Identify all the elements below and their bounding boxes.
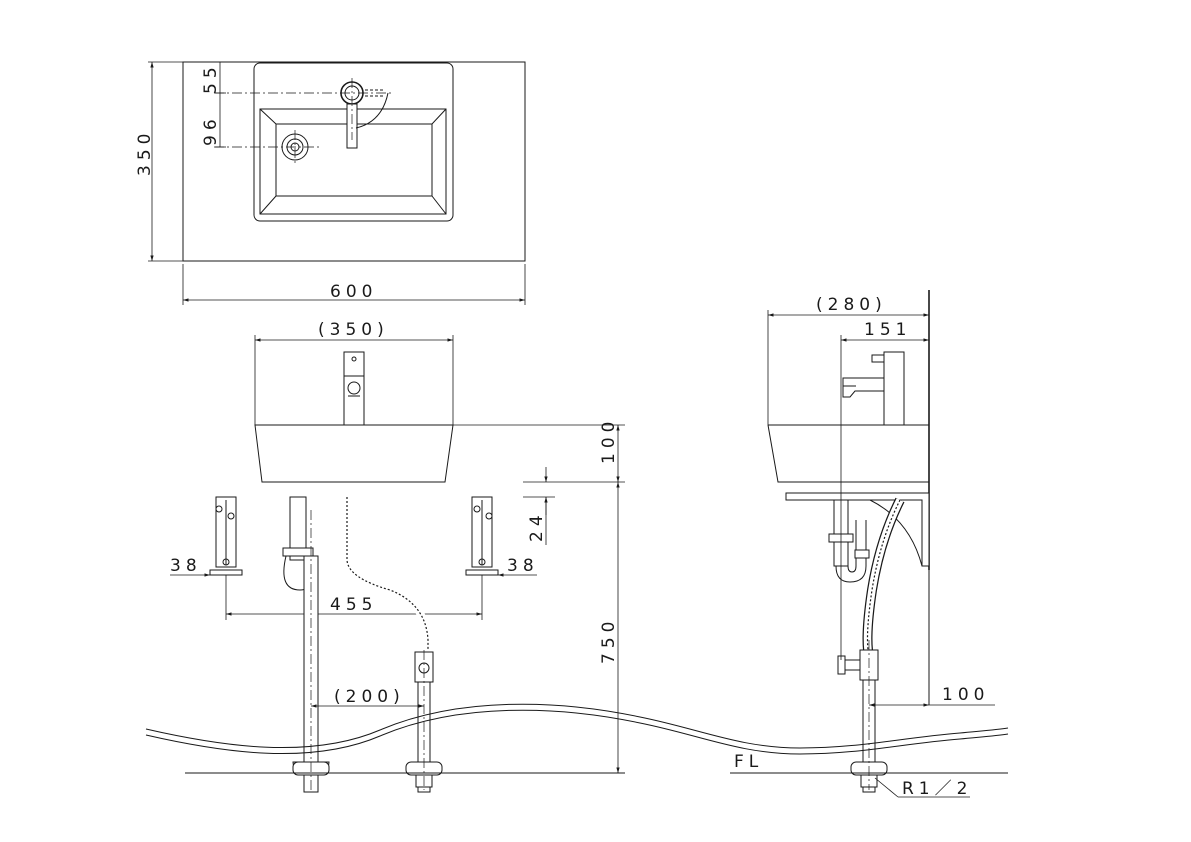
bowl-side [767,424,929,483]
floor-wave [145,703,801,749]
pipe-spacing-label: (200) [334,687,405,707]
left-bracket-label: 38 [170,556,202,576]
bowl-height-label: 100 [599,417,619,464]
faucet-top-icon [340,81,389,149]
drain-offset-label: 96 [201,114,221,146]
bowl-width-label: (350) [318,320,389,340]
floor-label: FL [734,752,763,772]
side-depth-label: (280) [816,295,887,315]
faucet-offset-side-label: 151 [864,320,911,340]
mount-height-label: 750 [599,617,619,664]
supply-hose [343,497,443,793]
bracket-height-label: 24 [527,510,547,542]
top-view: 600 350 55 96 [135,61,526,305]
faucet-offset-label: 55 [201,62,221,94]
side-trap [828,499,870,583]
right-bracket [465,496,499,576]
bowl-front [254,424,454,483]
side-view: (280) 151 100 FL R1／2 [730,290,1009,799]
faucet-front-icon [343,351,365,426]
right-bracket-label: 38 [507,556,539,576]
thread-label: R1／2 [902,779,972,799]
front-view: (350) 100 24 750 [145,320,801,793]
depth-label: 350 [135,129,155,176]
width-label: 600 [330,282,377,302]
bowl-outline [253,62,454,222]
wall-offset-label: 100 [942,685,989,705]
faucet-side-icon [842,351,905,426]
counter-outline [182,61,526,262]
bracket-span-label: 455 [330,595,377,615]
side-valve [837,649,888,793]
left-bracket [209,496,243,576]
